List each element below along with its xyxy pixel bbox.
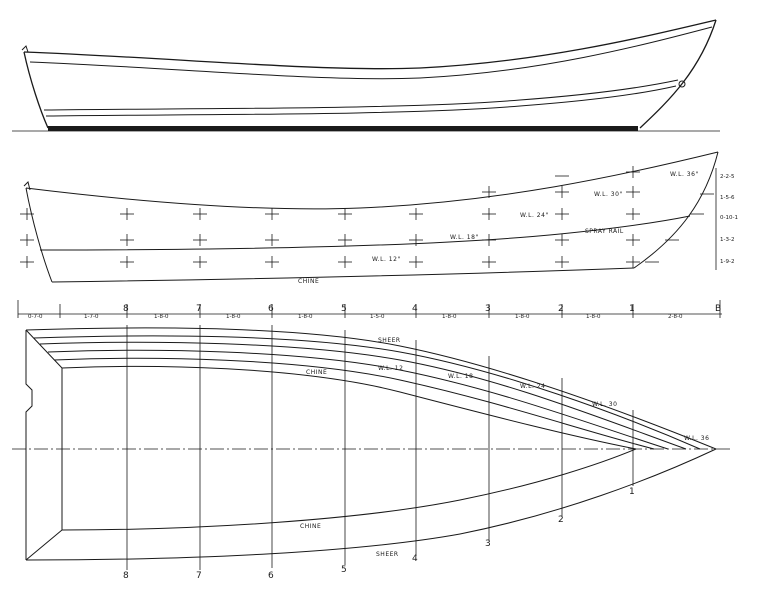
wl30-label: W.L. 30" [594,191,623,198]
plan-wl24-line [47,349,669,450]
dimension-value: 0-7-0 [28,314,43,320]
grid-crosses [20,166,714,268]
plan-lower-chine-line [61,448,637,531]
plan-wl12-label: W.L. 12 [378,365,403,372]
plan-chine-line [61,365,637,450]
plan-wl18-label: W.L. 18 [448,373,473,380]
station-label: 3 [485,539,491,549]
profile-station-labels: 8 7 6 5 4 3 2 1 B [123,304,721,314]
wl12-label: W.L. 12" [372,256,401,263]
profile-spray-rail-line [39,215,691,251]
profile-sheer-line [25,151,719,210]
height-offset: 2-2-5 [720,174,735,180]
station-label: 6 [268,304,274,314]
grid-row [482,166,714,215]
keel-strip [48,126,638,131]
station-label: B [715,304,721,314]
sheer-line [23,19,717,70]
station-label: 1 [629,487,635,497]
bow-eye-icon [678,80,686,88]
plan-wl36-label: W.L. 36 [684,435,709,442]
profile-chine-line [51,267,635,283]
plan-wl18-line [53,357,655,450]
grid-row [20,208,640,220]
station-label: 7 [196,304,202,314]
station-label: 4 [412,554,418,564]
plan-station-ticks [126,325,634,570]
station-label: 5 [341,304,347,314]
plan-lower-sheer-label: SHEER [376,551,399,558]
plan-sheer-label: SHEER [378,337,401,344]
profile-stem-line [633,151,719,269]
chine-label: CHINE [298,278,319,285]
dimension-value: 1-8-0 [226,314,241,320]
grid-row [20,256,659,268]
dimension-value: 1-7-0 [84,314,99,320]
transom-tip [21,45,29,53]
station-label: 8 [123,304,129,314]
outboard-profile [12,19,720,132]
transom-knuckle [23,181,31,191]
station-label: 8 [123,571,129,581]
plan-wl24-label: W.L. 24 [520,383,545,390]
height-offset: 1-5-6 [720,195,735,201]
height-offset: 0-10-1 [720,215,738,221]
half-breadth-plan: SHEER CHINE W.L. 12 W.L. 18 W.L. 24 W.L.… [12,325,730,581]
dimension-value: 1-8-0 [586,314,601,320]
dimension-value: 1-8-0 [154,314,169,320]
plan-wl30-line [39,341,687,450]
spray-rail-label: SPRAY RAIL [585,228,624,235]
station-label: 6 [268,571,274,581]
station-label: 7 [196,571,202,581]
dimension-value: 1-8-0 [515,314,530,320]
plan-wl36-line [33,335,701,450]
sheer-inner-line [29,26,713,80]
plan-station-labels: 8 7 6 5 4 3 2 1 [123,487,635,581]
station-label: 5 [341,565,347,575]
plan-lower-chine-label: CHINE [300,523,321,530]
station-label: 2 [558,515,564,525]
lines-profile: W.L. 36" W.L. 30" W.L. 24" W.L. 18" W.L.… [17,151,738,320]
spray-rail-line [43,79,679,111]
dimension-value: 1-8-0 [442,314,457,320]
dimension-value: 1-8-0 [298,314,313,320]
station-label: 4 [412,304,418,314]
profile-transom-line [25,187,53,283]
station-label: 3 [485,304,491,314]
plan-sheer-line [25,327,717,450]
stem-line [639,19,717,129]
grid-row [20,234,679,246]
wl36-label: W.L. 36" [670,171,699,178]
plan-wl30-label: W.L. 30 [592,401,617,408]
wl24-label: W.L. 24" [520,212,549,219]
transom-line [23,51,49,129]
height-offsets: 2-2-5 1-5-6 0-10-1 1-3-2 1-9-2 [715,168,738,270]
spray-rail-inner-line [45,85,677,117]
dimension-line: 0-7-0 1-7-0 1-8-0 1-8-0 1-8-0 1-5-0 1-8-… [17,300,722,320]
dimension-value: 1-5-0 [370,314,385,320]
wl18-label: W.L. 18" [450,234,479,241]
plan-lower-sheer-line [25,448,717,561]
transom-outline [25,330,33,560]
height-offset: 1-9-2 [720,259,734,265]
height-offset: 1-3-2 [720,237,734,243]
station-label: 1 [629,304,635,314]
dimension-value: 2-8-0 [668,314,683,320]
station-label: 2 [558,304,564,314]
plan-chine-label: CHINE [306,369,327,376]
